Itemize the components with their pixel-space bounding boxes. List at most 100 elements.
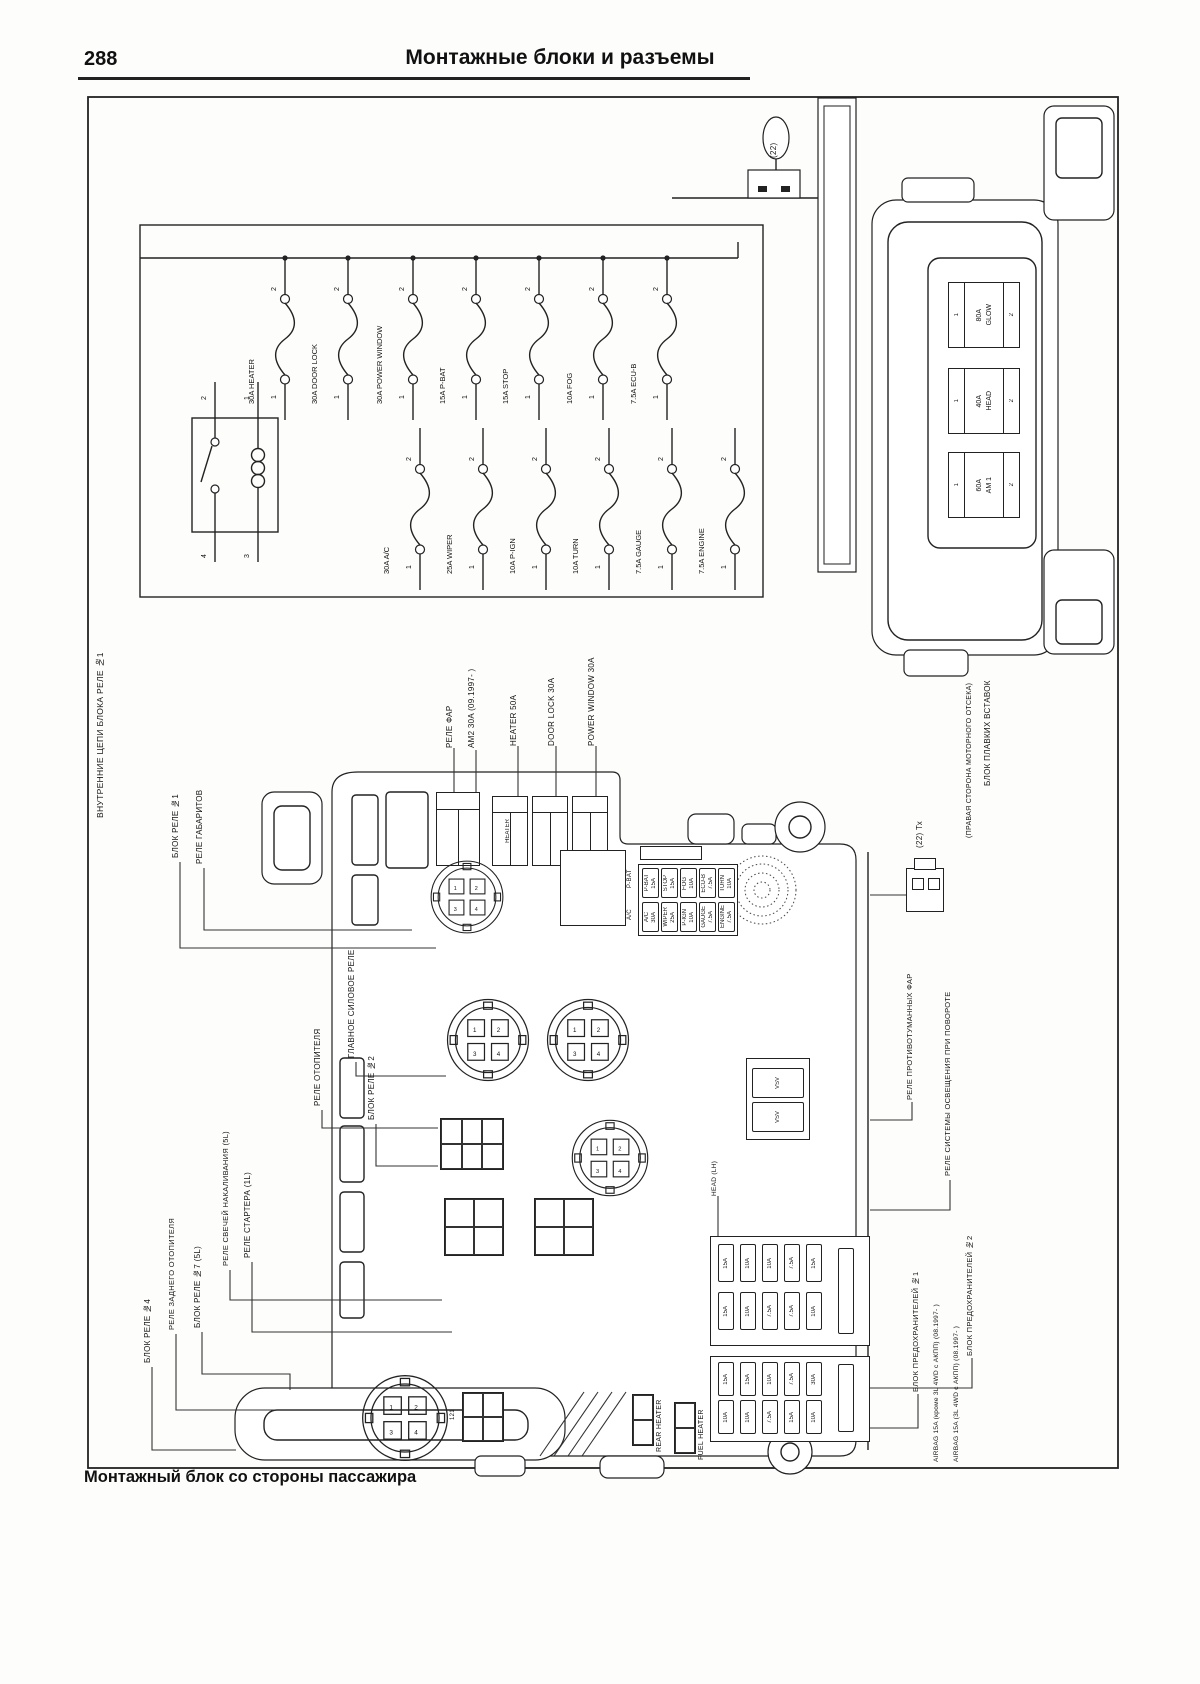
fuse-label: 30A POWER WINDOW <box>375 325 384 404</box>
fuse-graphic: 2 1 <box>330 258 366 420</box>
conn-pin: 4 <box>475 907 478 913</box>
callout-airbag-3l4wd: AIRBAG 15A (3L 4WD с АКПП) (08.1997- ) <box>953 1325 960 1462</box>
head-lh-label: HEAD (LH) <box>711 1160 718 1196</box>
fuse-pin-bottom: 1 <box>399 395 406 399</box>
callout-blok-predohranitelei-1: БЛОК ПРЕДОХРАНИТЕЛЕЙ №1 <box>911 1271 920 1392</box>
fuse-pin-bottom: 1 <box>589 395 596 399</box>
fuse-symbol: 2 1 <box>525 258 550 420</box>
fuse-graphic: 2 1 <box>654 428 690 590</box>
grid-fuse: 15A <box>740 1362 756 1396</box>
conn-pin: 1 <box>596 1147 599 1153</box>
fuse-graphic: 2 1 <box>649 258 685 420</box>
fl-amp: 60A <box>975 478 983 492</box>
strip-fuse-amp: 10A <box>727 877 733 889</box>
strip-fuse-name: ECU-B <box>701 873 707 893</box>
callout-rele-gabaritov: РЕЛЕ ГАБАРИТОВ <box>195 789 204 864</box>
conn-pin: 4 <box>414 1430 418 1437</box>
grid-fuse-amp: 15A <box>811 1257 817 1269</box>
grid-fuse-amp: 7.5A <box>789 1304 795 1318</box>
header-rule <box>78 77 750 80</box>
grid-fuse-amp: 15A <box>723 1257 729 1269</box>
conn-pin: 1 <box>473 1027 477 1034</box>
conn-pin: 3 <box>389 1430 393 1437</box>
fusible-block-label-2: (ПРАВАЯ СТОРОНА МОТОРНОГО ОТСЕКА) <box>966 682 973 838</box>
callout-am2: AM2 30A (09.1997- ) <box>467 668 476 748</box>
callout-rele-zadnego-otopitelya: РЕЛЕ ЗАДНЕГО ОТОПИТЕЛЯ <box>167 1217 176 1330</box>
grid-fuse: 7.5A <box>762 1400 778 1434</box>
fuse-row1-1: 30A HEATER 2 1 <box>247 258 303 420</box>
round-connector-symbol: 1 2 3 4 <box>362 1375 448 1461</box>
strip-fuse-amp: 10A <box>689 911 695 923</box>
grid-fuse: 15A <box>718 1362 734 1396</box>
conn-pin: 2 <box>475 886 478 892</box>
fuse-strip-slot <box>640 846 702 860</box>
vsv-label: VSV <box>775 1076 781 1089</box>
callout-22-tx: (22) Тх <box>915 820 924 848</box>
fuse-label: 7.5A ECU-B <box>629 363 638 404</box>
conn-pin: 4 <box>597 1051 601 1058</box>
grid-fuse-amp: 10A <box>723 1411 729 1423</box>
grid-fuse: 15A <box>784 1400 800 1434</box>
callout-rele-svechei: РЕЛЕ СВЕЧЕЙ НАКАЛИВАНИЯ (5L) <box>221 1131 230 1266</box>
fuse-symbol: 2 1 <box>721 428 746 590</box>
callout-rear-heater: REAR HEATER <box>656 1399 663 1452</box>
callout-rele-protivotumannyh: РЕЛЕ ПРОТИВОТУМАННЫХ ФАР <box>905 973 914 1100</box>
fuse-pin-bottom: 1 <box>469 565 476 569</box>
fuse-pin-top: 2 <box>532 457 539 461</box>
fl-pin: 1 <box>953 483 960 487</box>
grid-fuse-amp: 7.5A <box>767 1410 773 1424</box>
connector-121-label: 121 <box>450 1409 456 1420</box>
page-number: 288 <box>84 48 118 70</box>
fuse-label: 30A A/C <box>382 546 391 574</box>
fuse-pin-top: 2 <box>462 287 469 291</box>
fuse-label: 30A HEATER <box>247 359 256 404</box>
fuse-graphic: 2 1 <box>402 428 438 590</box>
round-connector-e: 1 2 3 4 <box>359 1372 451 1464</box>
callout-rele-sistemy-osveshcheniya: РЕЛЕ СИСТЕМЫ ОСВЕЩЕНИЯ ПРИ ПОВОРОТЕ <box>943 991 952 1176</box>
strip-fuse-name: ENGINE <box>720 905 726 929</box>
square-connector-121 <box>462 1392 504 1442</box>
fusible-link-am1: 1 60A AM 1 2 <box>948 452 1020 518</box>
strip-fuse-amp: 10A <box>689 877 695 889</box>
callout-heater-50a: HEATER 50A <box>509 694 518 746</box>
fuse-pin-top: 2 <box>595 457 602 461</box>
strip-fuse-amp: 15A <box>670 877 676 889</box>
callout-blok-rele-4: БЛОК РЕЛЕ №4 <box>143 1298 152 1363</box>
grid-fuse: 10A <box>762 1362 778 1396</box>
plug-22-pin <box>928 878 940 890</box>
strip-fuse-name: P-IGN <box>682 908 688 926</box>
fuse-symbol: 2 1 <box>271 258 296 420</box>
grid-fuse-amp: 10A <box>811 1305 817 1317</box>
fl-pin: 2 <box>1008 399 1015 403</box>
plug-22-icon <box>906 868 944 912</box>
fl-pin: 2 <box>1008 483 1015 487</box>
fuse-graphic: 2 1 <box>267 258 303 420</box>
conn-pin: 3 <box>596 1169 599 1175</box>
fuse-row1-7: 7.5A ECU-B 2 1 <box>629 258 685 420</box>
grid-fuse: 10A <box>762 1244 778 1282</box>
relay-socket-headlamp <box>436 792 480 866</box>
callout-rele-otopitelya: РЕЛЕ ОТОПИТЕЛЯ <box>313 1028 322 1106</box>
fuse-graphic: 2 1 <box>395 258 431 420</box>
strip-fuse-name: A/C <box>644 911 650 922</box>
grid-fuse: 10A <box>740 1400 756 1434</box>
grid-fuse: 7.5A <box>762 1292 778 1330</box>
connector-block-pbat <box>560 850 626 926</box>
relay-pin-3: 3 <box>244 553 251 558</box>
fuse-symbol: 2 1 <box>589 258 614 420</box>
round-connector-d: 1 2 3 4 <box>569 1117 651 1199</box>
grid-fuse: 7.5A <box>784 1244 800 1282</box>
callout-blok-rele-1: БЛОК РЕЛЕ №1 <box>171 793 180 858</box>
schematic-side-label: ВНУТРЕННИЕ ЦЕПИ БЛОКА РЕЛЕ №1 <box>95 652 105 818</box>
vsv-label: VSV <box>775 1110 781 1123</box>
grid-fuse: 10A <box>806 1400 822 1434</box>
grid-fuse: 10A <box>718 1400 734 1434</box>
fuse-row1-5: 15A STOP 2 1 <box>501 258 557 420</box>
grid-fuse: 10A <box>740 1292 756 1330</box>
plug-22-nub <box>914 858 936 870</box>
callout-rele-far: РЕЛЕ ФАР <box>445 705 454 748</box>
round-connector-b: 1 2 3 4 <box>444 996 532 1084</box>
